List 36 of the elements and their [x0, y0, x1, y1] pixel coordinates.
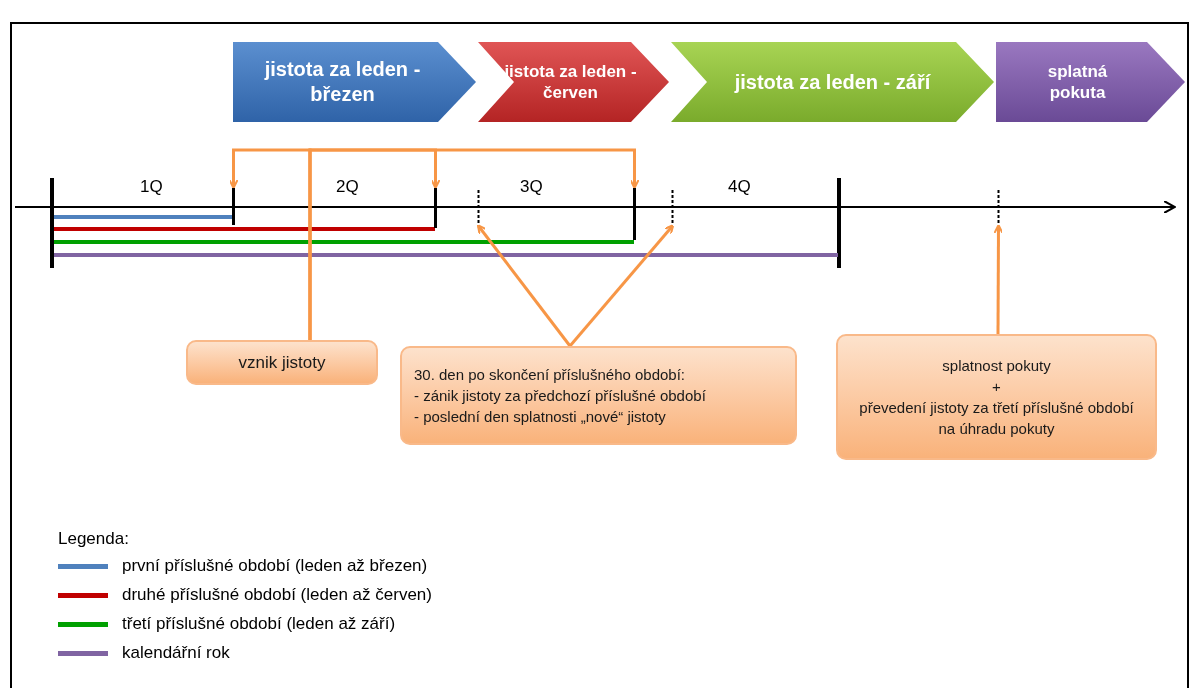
quarter-label: 2Q — [336, 176, 359, 198]
legend-text: druhé příslušné období (leden až červen) — [122, 584, 432, 607]
connector-arrow — [308, 148, 640, 340]
chevron-banner — [478, 42, 669, 122]
callout-box — [400, 346, 797, 445]
legend-title: Legenda: — [58, 528, 130, 550]
tick-mark — [434, 188, 437, 228]
tick-mark — [633, 188, 636, 240]
legend-text: první příslušné období (leden až březen) — [122, 555, 428, 578]
callout-text: - zánik jistoty za předchozí příslušné období — [414, 386, 706, 406]
connector-arrow — [993, 224, 1004, 334]
legend-text: třetí příslušné období (leden až září) — [122, 613, 396, 636]
chevron-banner — [671, 42, 994, 122]
dashed-tick-mark — [997, 190, 1000, 225]
chevron-banner — [996, 42, 1185, 122]
callout-text: - poslední den splatnosti „nové“ jistoty — [414, 407, 666, 427]
connector-arrow — [568, 224, 675, 347]
callout-text: 30. den po skončení příslušného období: — [414, 365, 686, 385]
callout-box — [836, 334, 1157, 460]
chevron-label: jistota za leden - březen — [263, 57, 422, 107]
legend-text: kalendářní rok — [122, 642, 230, 665]
dashed-tick-mark — [477, 190, 480, 225]
callout-text: vznik jistoty — [238, 351, 326, 374]
connector-arrow — [476, 224, 572, 347]
dashed-tick-mark — [671, 190, 674, 225]
chevron-label: jistota za leden - září — [734, 69, 931, 95]
tick-mark — [232, 188, 235, 225]
callout-text: splatnost pokuty — [942, 356, 1051, 376]
chevron-label: splatná pokuta — [1046, 60, 1109, 104]
quarter-label: 1Q — [140, 176, 163, 198]
callout-box — [186, 340, 378, 385]
callout-text: převedení jistoty za třetí příslušné období na úhradu pokuty — [858, 398, 1135, 439]
quarter-label: 3Q — [520, 176, 543, 198]
chevron-banner — [233, 42, 476, 122]
quarter-label: 4Q — [728, 176, 751, 198]
callout-text: + — [992, 377, 1001, 397]
